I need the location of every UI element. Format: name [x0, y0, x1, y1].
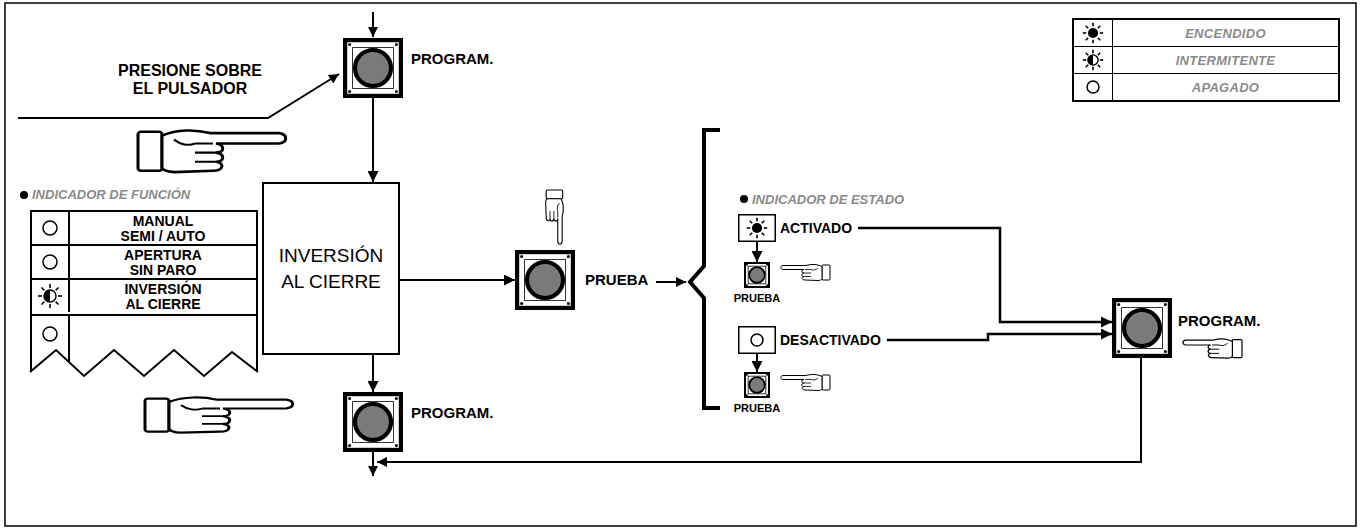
- button-symbol: [343, 392, 403, 452]
- table-cut-row: [30, 312, 32, 372]
- process-box: INVERSIÓN AL CIERRE: [262, 182, 400, 355]
- state-name: ACTIVADO: [780, 220, 852, 236]
- exit-arrow: [372, 452, 374, 476]
- process-title: INVERSIÓN AL CIERRE: [272, 243, 390, 295]
- button-label: PROGRAM.: [1178, 312, 1261, 330]
- button-label: PRUEBA: [727, 292, 787, 305]
- button-label: PROGRAM.: [411, 404, 494, 422]
- table-row: APERTURA SIN PARO: [30, 244, 258, 282]
- function-name: INVERSIÓN AL CIERRE: [115, 282, 211, 311]
- push-button: PRUEBA: [744, 372, 770, 398]
- pointing-hand: [546, 190, 564, 244]
- lamp-box: [738, 214, 776, 242]
- legend-text: ENCENDIDO: [1113, 20, 1338, 46]
- lamp-icon: [1083, 50, 1103, 70]
- function-name: APERTURA SIN PARO: [115, 248, 211, 277]
- legend-row: INTERMITENTE: [1074, 46, 1338, 73]
- button-symbol: [515, 250, 575, 310]
- legend-text: APAGADO: [1113, 74, 1338, 100]
- push-button: PROGRAM.: [343, 38, 403, 98]
- zigzag-cut: [30, 350, 258, 376]
- pointing-hand: [781, 374, 830, 390]
- entry-arrow: [372, 12, 374, 37]
- table-row: INVERSIÓN AL CIERRE: [30, 278, 258, 316]
- flow-arrow: [887, 334, 1112, 340]
- button-symbol: [343, 38, 403, 98]
- lamp-icon: [43, 255, 57, 269]
- lamp-icon: [751, 334, 763, 346]
- lamp-icon: [1087, 81, 1099, 93]
- button-symbol: [744, 262, 770, 288]
- legend-box: ENCENDIDOINTERMITENTEAPAGADO: [1072, 18, 1340, 102]
- pointing-hand: [138, 130, 286, 172]
- lamp-icon: [43, 221, 57, 235]
- state-indicator: ACTIVADO: [738, 214, 858, 242]
- lamp-icon: [1083, 23, 1103, 43]
- button-symbol: [744, 372, 770, 398]
- function-indicator-table: INDICADOR DE FUNCIÓN MANUAL SEMI / AUTO AP…: [18, 186, 262, 316]
- flow-arrow: [372, 355, 374, 392]
- flow-arrow: [858, 228, 1112, 322]
- pointing-hand: [1183, 339, 1242, 358]
- lamp-cell: [32, 280, 70, 312]
- flow-arrow: [400, 279, 515, 281]
- section-heading: INDICADOR DE ESTADO: [752, 191, 904, 208]
- state-indicator: DESACTIVADO: [738, 326, 887, 354]
- table-cut-row: [256, 312, 258, 371]
- lamp-box: [738, 326, 776, 354]
- legend-row: ENCENDIDO: [1074, 20, 1338, 46]
- bullet-dot: [740, 195, 748, 203]
- lamp-cell: [32, 246, 70, 278]
- lamp-cell: [32, 212, 70, 244]
- return-arrow: [377, 358, 1141, 462]
- section-heading: INDICADOR DE FUNCIÓN: [32, 186, 190, 203]
- flow-arrow: [756, 242, 758, 262]
- button-label: PRUEBA: [585, 271, 648, 289]
- table-row: MANUAL SEMI / AUTO: [30, 210, 258, 248]
- bracket: [690, 130, 720, 408]
- bullet-dot: [20, 191, 28, 199]
- flow-arrow: [372, 98, 374, 182]
- function-name: MANUAL SEMI / AUTO: [115, 214, 211, 243]
- push-button: PRUEBA: [744, 262, 770, 288]
- legend-text: INTERMITENTE: [1113, 47, 1338, 73]
- instruction-note: PRESIONE SOBRE EL PULSADOR: [115, 62, 265, 98]
- legend-row: APAGADO: [1074, 73, 1338, 100]
- button-label: PRUEBA: [727, 402, 787, 415]
- frame-border: [5, 3, 1356, 526]
- lamp-icon: [38, 284, 62, 308]
- pointing-hand: [781, 264, 830, 280]
- bracket-arrow: [656, 281, 686, 283]
- legend-sample: [1074, 74, 1113, 100]
- button-symbol: [1112, 298, 1172, 358]
- legend-sample: [1074, 47, 1113, 73]
- push-button: PROGRAM.: [1112, 298, 1172, 358]
- state-name: DESACTIVADO: [780, 332, 881, 348]
- table-cut-row: [68, 312, 70, 362]
- push-button: PRUEBA: [515, 250, 575, 310]
- push-button: PROGRAM.: [343, 392, 403, 452]
- pointing-hand: [145, 397, 293, 432]
- flow-arrow: [756, 354, 758, 372]
- lamp-icon: [747, 218, 767, 238]
- off-lamp-icon: [43, 327, 57, 341]
- button-label: PROGRAM.: [411, 50, 494, 68]
- legend-sample: [1074, 20, 1113, 46]
